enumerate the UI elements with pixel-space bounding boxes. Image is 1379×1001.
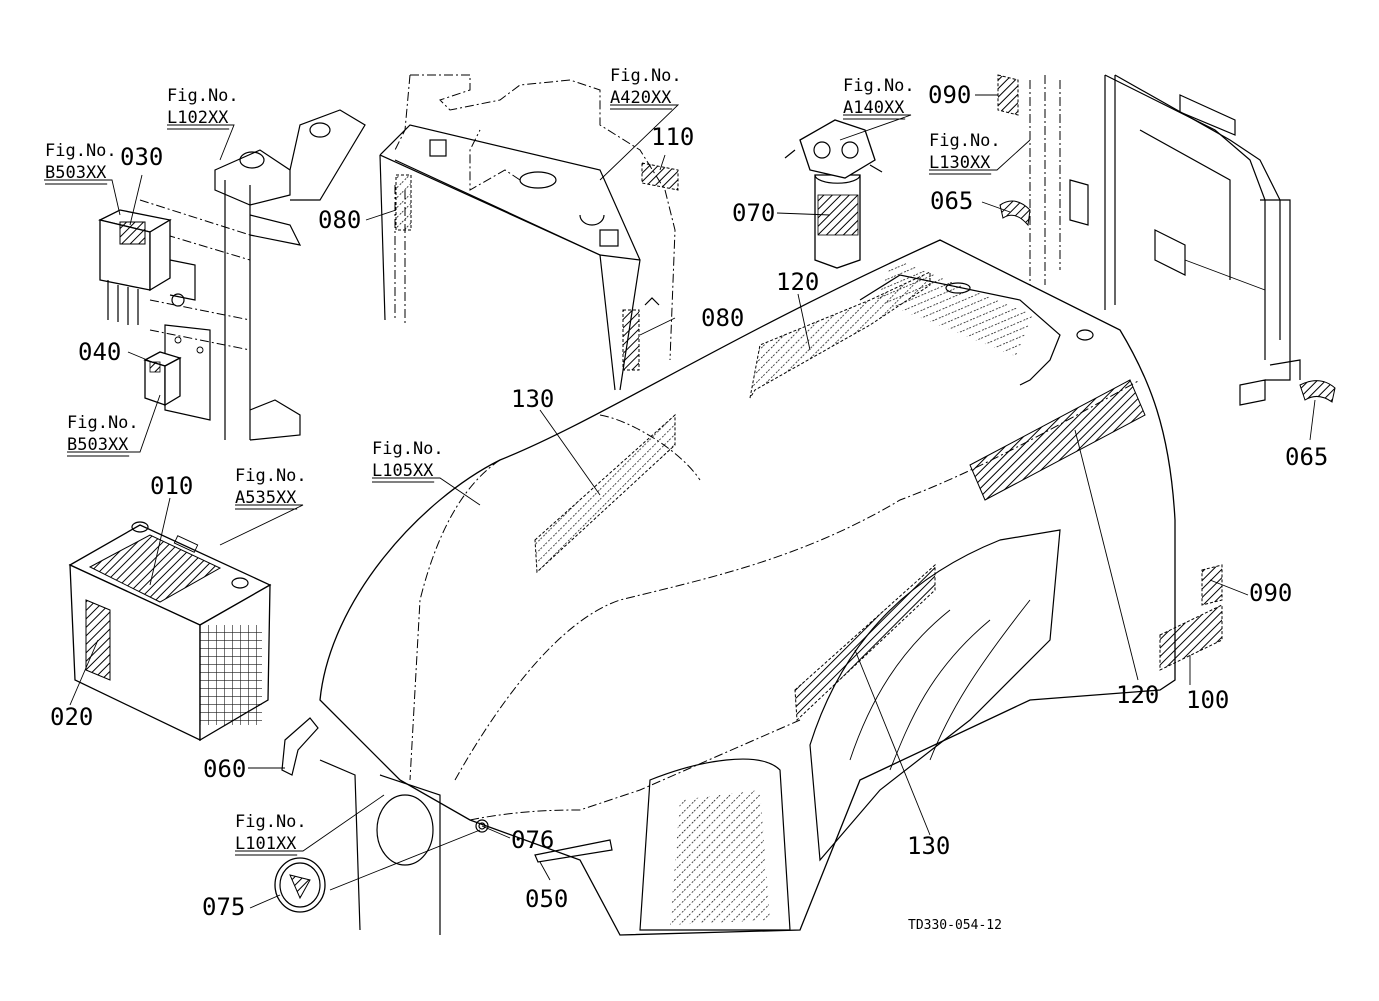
figure-reference-a535: Fig.No. A535XX <box>235 466 307 510</box>
callout-075: 075 <box>202 893 245 921</box>
callout-040: 040 <box>78 338 121 366</box>
callout-070: 070 <box>732 199 775 227</box>
fig-label: Fig.No. <box>929 131 1001 151</box>
figure-reference-l130: Fig.No. L130XX <box>929 131 1001 175</box>
callout-065-left: 065 <box>930 187 973 215</box>
fig-label: Fig.No. <box>67 413 139 433</box>
decal-120-top <box>749 271 931 399</box>
callout-060: 060 <box>203 755 246 783</box>
fig-label: Fig.No. <box>372 439 444 459</box>
leader-lines <box>44 94 1316 909</box>
battery <box>68 521 272 742</box>
callout-numbers: 030 040 080 110 080 070 090 065 065 120 … <box>50 81 1328 921</box>
fig-label: Fig.No. <box>45 141 117 161</box>
callout-110: 110 <box>651 123 694 151</box>
relay-bracket-assembly <box>98 109 366 441</box>
callout-050: 050 <box>525 885 568 913</box>
callout-020: 020 <box>50 703 93 731</box>
fig-code: B503XX <box>45 163 107 183</box>
fig-label: Fig.No. <box>843 76 915 96</box>
callout-120-side: 120 <box>1116 681 1159 709</box>
figure-reference-l101: Fig.No. L101XX <box>235 812 307 856</box>
callout-100: 100 <box>1186 686 1229 714</box>
fuel-filter-assembly <box>784 119 883 269</box>
callout-030: 030 <box>120 143 163 171</box>
fig-label: Fig.No. <box>235 466 307 486</box>
cabin-frame <box>997 74 1336 406</box>
fig-label: Fig.No. <box>235 812 307 832</box>
fig-label: Fig.No. <box>610 66 682 86</box>
fig-code: L101XX <box>235 834 297 854</box>
figure-reference-b503-bottom: Fig.No. B503XX <box>67 413 139 457</box>
figure-reference-a420: Fig.No. A420XX <box>610 66 682 110</box>
decal-130-top <box>534 413 676 574</box>
fig-code: A420XX <box>610 88 672 108</box>
hood-assembly <box>274 239 1176 936</box>
drawing-code: TD330-054-12 <box>908 918 1002 933</box>
figure-reference-l105: Fig.No. L105XX <box>372 439 444 483</box>
fig-code: L130XX <box>929 153 991 173</box>
callout-080-right: 080 <box>701 304 744 332</box>
fig-code: A140XX <box>843 98 905 118</box>
fig-code: B503XX <box>67 435 129 455</box>
fig-code: A535XX <box>235 488 297 508</box>
decal-regions <box>534 271 1223 722</box>
callout-130-top: 130 <box>511 385 554 413</box>
callout-065-right: 065 <box>1285 443 1328 471</box>
fig-code: L102XX <box>167 108 229 128</box>
figure-reference-b503-top: Fig.No. B503XX <box>45 141 117 185</box>
fig-label: Fig.No. <box>167 86 239 106</box>
decal-100-side <box>1159 604 1223 671</box>
fig-code: L105XX <box>372 461 434 481</box>
callout-090-top: 090 <box>928 81 971 109</box>
callout-120-top: 120 <box>776 268 819 296</box>
radiator-assembly <box>379 74 679 391</box>
figure-reference-a140: Fig.No. A140XX <box>843 76 915 120</box>
callout-090-side: 090 <box>1249 579 1292 607</box>
decal-090-side <box>1201 564 1223 606</box>
figure-reference-l102: Fig.No. L102XX <box>167 86 239 130</box>
callout-080-left: 080 <box>318 206 361 234</box>
callout-130-side: 130 <box>907 832 950 860</box>
decal-130-side <box>794 563 936 722</box>
callout-076: 076 <box>511 826 554 854</box>
callout-010: 010 <box>150 472 193 500</box>
decal-120-side <box>969 379 1146 501</box>
